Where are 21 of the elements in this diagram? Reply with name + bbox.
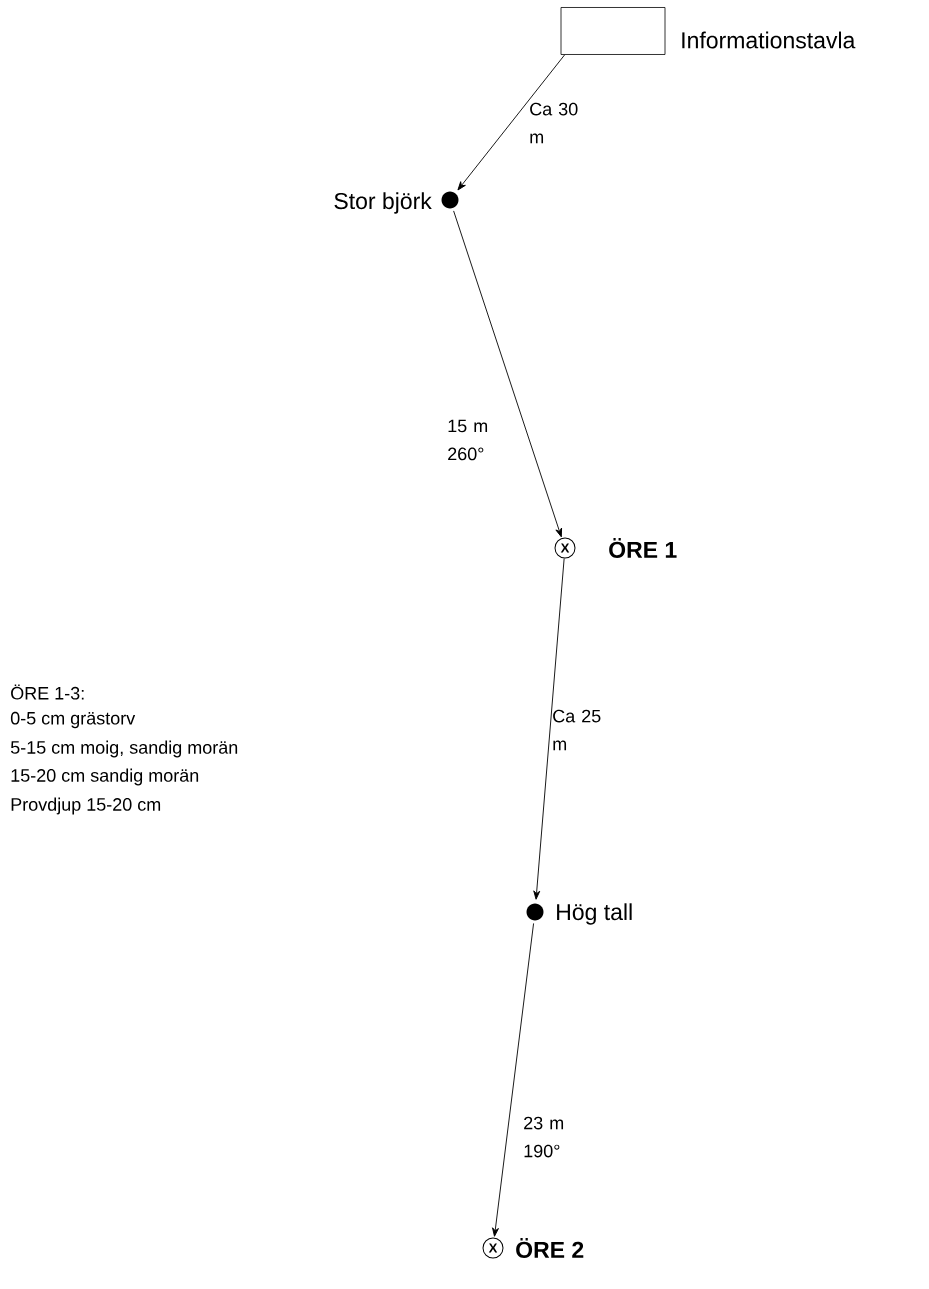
node-label: Informationstavla [682, 31, 856, 49]
node-label: ÖRE 1 [609, 538, 677, 558]
note-text: ÖRE 1-3: [11, 684, 84, 700]
node-label: Stor björk [334, 192, 432, 214]
arrow [457, 54, 566, 191]
note-text: 5-15 cm moig, sandig morän [10, 740, 238, 758]
node-label: ÖRE 2 [516, 1238, 584, 1258]
arrow [492, 922, 535, 1237]
note-text: 15-20 cm sandig morän [11, 768, 199, 786]
dot [526, 903, 544, 921]
node-label: Hög tall [557, 903, 632, 925]
arrow [453, 210, 563, 538]
edge-label: Ca 25 m [553, 709, 601, 751]
note-text: Provdjup 15-20 cm [11, 797, 161, 815]
note-text: 0-5 cm grästorv [10, 711, 136, 729]
sign-box [560, 7, 666, 55]
edge-label: 23 m 190° [524, 1116, 564, 1158]
edge-label: Ca 30 m [530, 102, 578, 144]
arrow [533, 558, 565, 900]
edge-label: 15 m 260° [448, 419, 488, 461]
dot [441, 191, 459, 209]
